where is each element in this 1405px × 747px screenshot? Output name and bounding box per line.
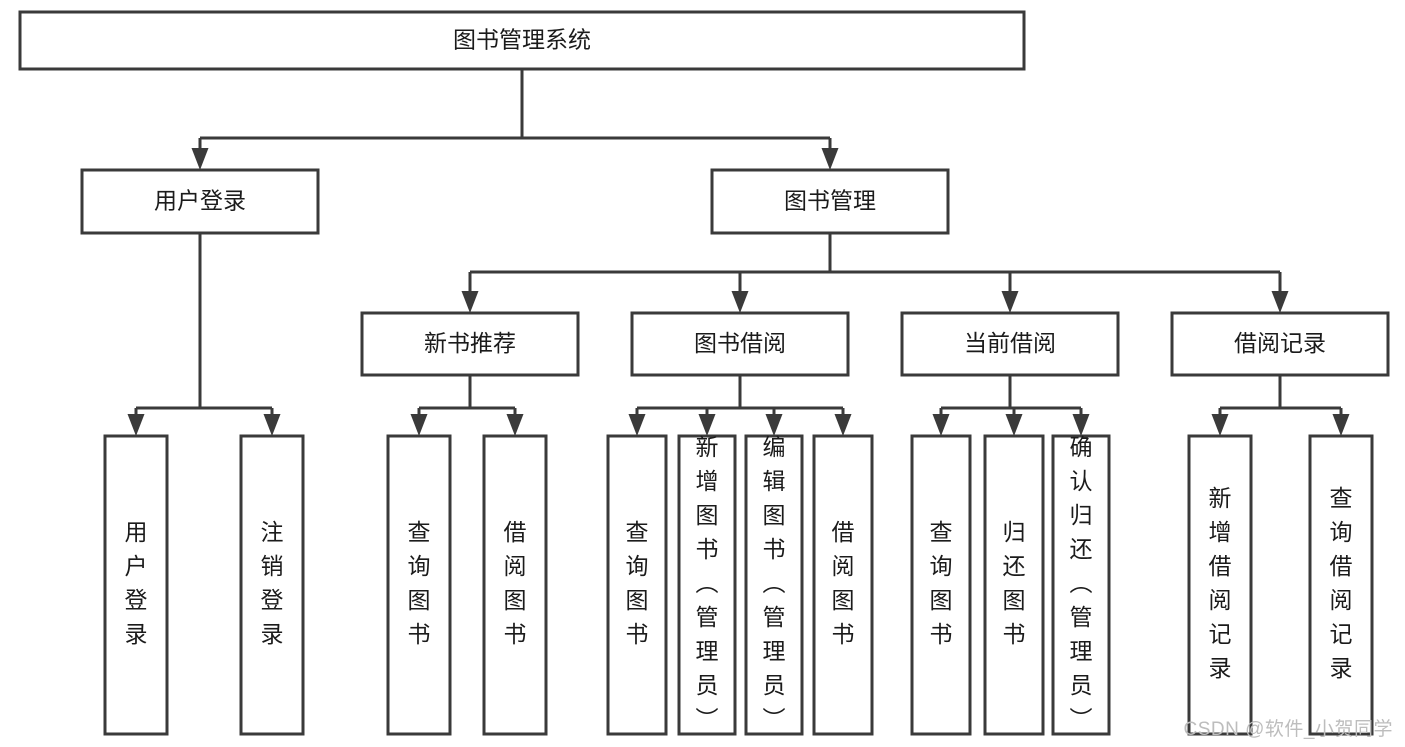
node-box[interactable] [103,434,169,736]
node-leaf-return-book[interactable]: 归还图书 [983,434,1045,736]
arrow-head-icon [932,414,950,436]
node-label: 查询图书 [408,519,431,647]
node-box[interactable] [606,434,668,736]
arrow-head-icon [263,414,281,436]
watermark-label: CSDN @软件_小贺同学 [1183,719,1393,740]
node-label: 用户登录 [154,188,246,214]
node-label: 新增借阅记录 [1209,485,1232,681]
node-current-borrow[interactable]: 当前借阅 [900,311,1120,377]
node-label: 编辑图书︵管理员︶ [763,434,786,732]
node-label: 借阅记录 [1234,330,1326,356]
node-leaf-query-record[interactable]: 查询借阅记录 [1308,434,1374,736]
node-layer: 图书管理系统用户登录图书管理新书推荐图书借阅当前借阅借阅记录用户登录注销登录查询… [18,10,1390,736]
arrow-head-icon [834,414,852,436]
node-box[interactable] [482,434,548,736]
node-label: 图书借阅 [694,330,786,356]
node-leaf-confirm-return[interactable]: 确认归还︵管理员︶ [1051,434,1111,736]
node-box[interactable] [812,434,874,736]
node-label: 确认归还︵管理员︶ [1070,434,1093,732]
connector-group-new_book_rec [410,375,524,436]
node-label: 归还图书 [1003,519,1026,647]
arrow-head-icon [1332,414,1350,436]
arrow-head-icon [731,291,749,313]
arrow-head-icon [1271,291,1289,313]
connector-group-book_manage [461,233,1289,313]
node-label: 查询借阅记录 [1330,485,1353,681]
connector-group-root [191,69,839,170]
node-leaf-query-book-3[interactable]: 查询图书 [910,434,972,736]
node-new-book-rec[interactable]: 新书推荐 [360,311,580,377]
arrow-head-icon [628,414,646,436]
arrow-head-icon [506,414,524,436]
node-leaf-add-record[interactable]: 新增借阅记录 [1187,434,1253,736]
node-box[interactable] [983,434,1045,736]
arrow-head-icon [1211,414,1229,436]
node-box[interactable] [630,311,850,377]
node-book-manage[interactable]: 图书管理 [710,168,950,235]
node-box[interactable] [1187,434,1253,736]
node-label: 注销登录 [261,519,284,647]
node-label: 查询图书 [930,519,953,647]
arrow-head-icon [410,414,428,436]
node-box[interactable] [677,434,737,736]
connector-group-user_login [127,233,281,436]
node-label: 图书管理 [784,188,876,214]
node-leaf-logout[interactable]: 注销登录 [239,434,305,736]
node-leaf-borrow-book-2[interactable]: 借阅图书 [812,434,874,736]
node-box[interactable] [360,311,580,377]
node-book-borrow[interactable]: 图书借阅 [630,311,850,377]
node-box[interactable] [744,434,804,736]
node-label: 新增图书︵管理员︶ [696,434,719,732]
arrow-head-icon [698,414,716,436]
node-box[interactable] [239,434,305,736]
node-box[interactable] [1051,434,1111,736]
node-label: 借阅图书 [504,519,527,647]
node-leaf-add-book[interactable]: 新增图书︵管理员︶ [677,434,737,736]
node-label: 图书管理系统 [453,27,591,53]
node-leaf-query-book-2[interactable]: 查询图书 [606,434,668,736]
node-label: 借阅图书 [832,519,855,647]
node-root[interactable]: 图书管理系统 [18,10,1026,71]
connector-layer [127,69,1350,436]
node-label: 当前借阅 [964,330,1056,356]
node-label: 用户登录 [125,519,148,647]
node-user-login[interactable]: 用户登录 [80,168,320,235]
node-leaf-borrow-book-1[interactable]: 借阅图书 [482,434,548,736]
node-box[interactable] [18,10,1026,71]
arrow-head-icon [191,148,209,170]
node-leaf-user-login[interactable]: 用户登录 [103,434,169,736]
arrow-head-icon [1072,414,1090,436]
connector-group-borrow_record [1211,375,1350,436]
arrow-head-icon [1001,291,1019,313]
arrow-head-icon [765,414,783,436]
node-box[interactable] [900,311,1120,377]
node-leaf-query-book-1[interactable]: 查询图书 [386,434,452,736]
node-label: 查询图书 [626,519,649,647]
arrow-head-icon [461,291,479,313]
node-box[interactable] [910,434,972,736]
node-box[interactable] [386,434,452,736]
arrow-head-icon [127,414,145,436]
arrow-head-icon [1005,414,1023,436]
node-label: 新书推荐 [424,330,516,356]
node-box[interactable] [80,168,320,235]
connector-group-current_borrow [932,375,1090,436]
connector-group-book_borrow [628,375,852,436]
node-leaf-edit-book[interactable]: 编辑图书︵管理员︶ [744,434,804,736]
arrow-head-icon [821,148,839,170]
node-box[interactable] [1308,434,1374,736]
node-box[interactable] [710,168,950,235]
node-box[interactable] [1170,311,1390,377]
node-borrow-record[interactable]: 借阅记录 [1170,311,1390,377]
